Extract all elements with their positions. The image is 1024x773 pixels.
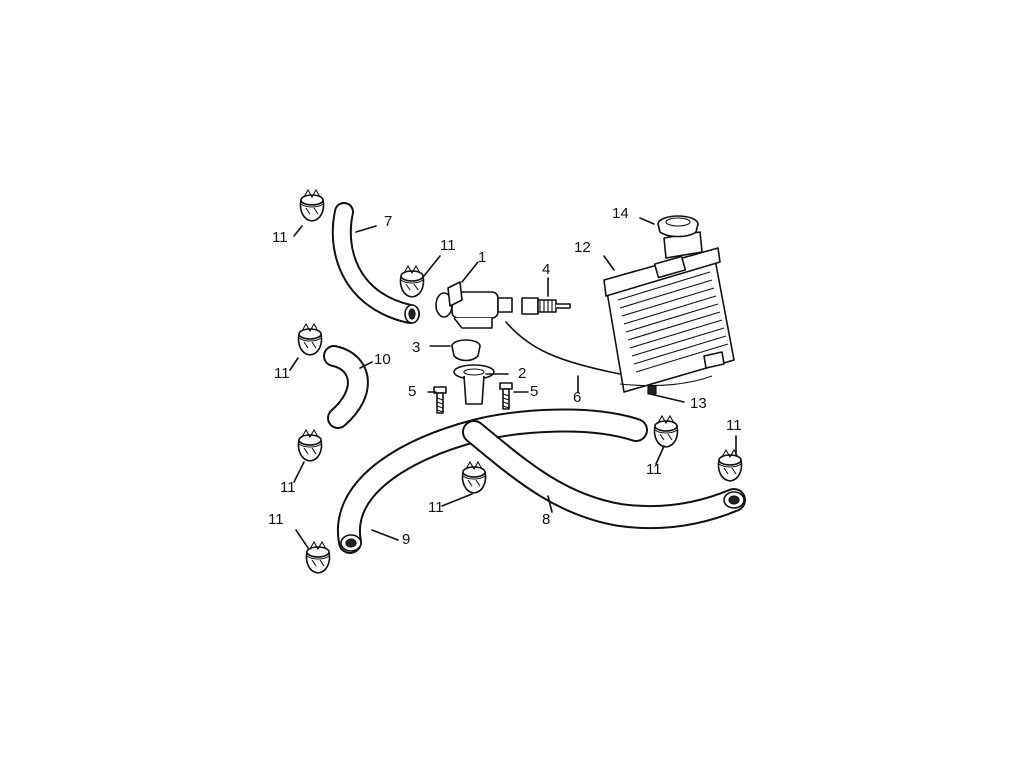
hose-clamp-icon	[297, 323, 323, 356]
hose-10	[323, 345, 369, 429]
callout-12: 12	[574, 239, 591, 256]
temperature-sensor-icon	[521, 297, 571, 315]
callout-14: 14	[612, 205, 629, 222]
bolt-icon	[499, 382, 513, 410]
hose-clamp-icon	[653, 415, 679, 448]
leader-lines	[289, 217, 737, 549]
callout-11-b: 11	[440, 237, 456, 254]
callout-11-h: 11	[726, 417, 742, 434]
callout-11-g: 11	[646, 461, 662, 478]
callout-11-c: 11	[274, 365, 290, 382]
hose-clamp-icon	[717, 449, 743, 482]
callout-8: 8	[542, 511, 551, 528]
radiator-cap-icon	[657, 215, 699, 238]
callout-6: 6	[573, 389, 582, 406]
hose-clamp-icon	[461, 461, 487, 494]
thermostat-cover-2	[453, 364, 495, 405]
hose-clamp-icon	[305, 541, 331, 574]
callout-7: 7	[384, 213, 393, 230]
radiator-icon	[603, 231, 735, 395]
callout-13: 13	[690, 395, 707, 412]
callout-11-e: 11	[428, 499, 444, 516]
callout-2: 2	[518, 365, 527, 382]
thermostat-housing-icon	[435, 281, 513, 329]
callout-11-a: 11	[272, 229, 288, 246]
callout-5-b: 5	[530, 383, 539, 400]
callout-1: 1	[478, 249, 487, 266]
callout-4: 4	[542, 261, 551, 278]
callout-9: 9	[402, 531, 411, 548]
hose-7	[331, 202, 420, 324]
hose-clamp-icon	[299, 189, 325, 222]
callout-11-f: 11	[268, 511, 284, 528]
callout-5-a: 5	[408, 383, 417, 400]
callout-3: 3	[412, 339, 421, 356]
sensor-wire-6	[505, 321, 621, 375]
hose-8	[462, 420, 746, 530]
callout-10: 10	[374, 351, 391, 368]
hose-clamp-icon	[297, 429, 323, 462]
thermostat-3	[451, 339, 481, 362]
hose-clamp-icon	[399, 265, 425, 298]
bolt-icon	[433, 386, 447, 414]
callout-11-d: 11	[280, 479, 296, 496]
